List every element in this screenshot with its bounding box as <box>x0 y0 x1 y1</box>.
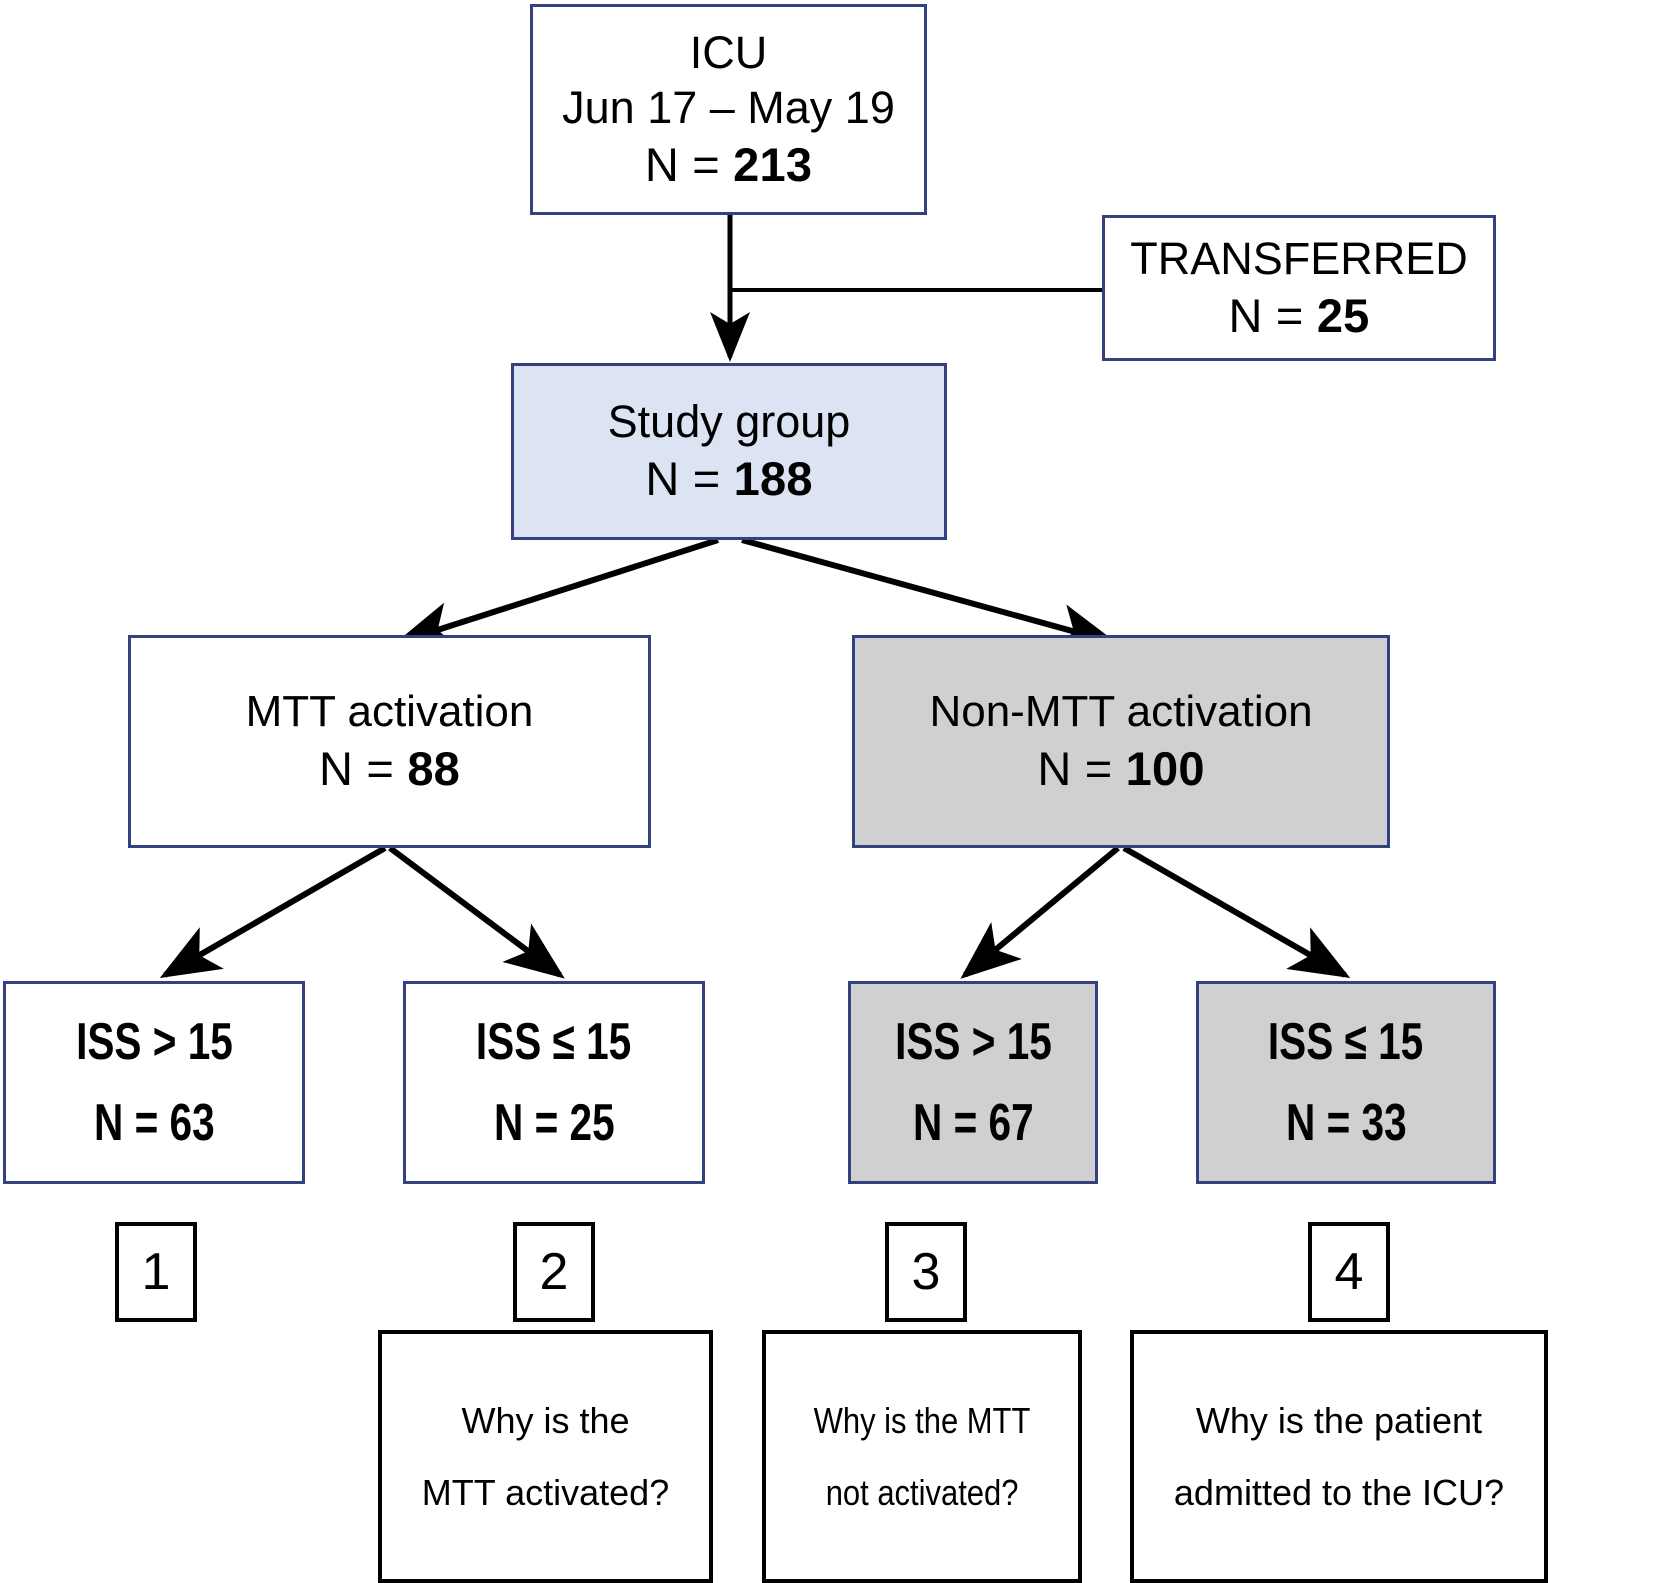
edge-mtt-to-iss-high <box>159 845 387 978</box>
edge-study-to-mtt <box>394 537 719 649</box>
node-non-mtt-iss-low-count-prefix: N = <box>1285 1093 1362 1152</box>
node-non-mtt-iss-high-label: ISS > 15 <box>894 1012 1052 1071</box>
node-mtt-activation-count-prefix: N = <box>319 741 408 795</box>
tag-2-label: 2 <box>539 1243 569 1301</box>
node-study-group-label: Study group <box>607 396 851 448</box>
node-mtt-iss-high-label: ISS > 15 <box>75 1012 233 1071</box>
question-icu-admission[interactable]: Why is the patient admitted to the ICU? <box>1130 1330 1548 1583</box>
tag-2[interactable]: 2 <box>513 1222 595 1322</box>
node-non-mtt-iss-high[interactable]: ISS > 15 N = 67 <box>848 981 1098 1184</box>
node-mtt-iss-low[interactable]: ISS ≤ 15 N = 25 <box>403 981 705 1184</box>
node-icu-label: ICU <box>689 26 768 78</box>
node-non-mtt-iss-low-label: ISS ≤ 15 <box>1268 1012 1424 1071</box>
tag-4[interactable]: 4 <box>1308 1222 1390 1322</box>
tag-1[interactable]: 1 <box>115 1222 197 1322</box>
node-mtt-iss-high-count-value: 63 <box>169 1093 215 1152</box>
node-non-mtt-iss-low[interactable]: ISS ≤ 15 N = 33 <box>1196 981 1496 1184</box>
node-mtt-activation-count-value: 88 <box>407 741 460 795</box>
node-mtt-iss-high[interactable]: ISS > 15 N = 63 <box>3 981 305 1184</box>
node-non-mtt-activation[interactable]: Non-MTT activation N = 100 <box>852 635 1390 848</box>
node-icu[interactable]: ICU Jun 17 – May 19 N = 213 <box>530 4 927 215</box>
node-study-group-count-prefix: N = <box>645 452 734 506</box>
tag-3-label: 3 <box>911 1243 941 1301</box>
node-mtt-iss-low-label: ISS ≤ 15 <box>476 1012 632 1071</box>
edge-non-mtt-to-iss-low <box>1122 845 1351 978</box>
node-non-mtt-iss-high-count-prefix: N = <box>912 1093 989 1152</box>
node-non-mtt-activation-label: Non-MTT activation <box>929 687 1313 737</box>
node-study-group-count-value: 188 <box>733 452 813 506</box>
node-mtt-activation-label: MTT activation <box>245 687 534 737</box>
edge-study-to-non-mtt <box>741 537 1118 651</box>
node-icu-period: Jun 17 – May 19 <box>562 82 895 134</box>
question-mtt-not-activated[interactable]: Why is the MTT not activated? <box>762 1330 1082 1583</box>
node-mtt-iss-high-count-prefix: N = <box>93 1093 170 1152</box>
node-non-mtt-activation-count-prefix: N = <box>1037 741 1126 795</box>
edge-non-mtt-to-iss-high <box>960 845 1120 979</box>
node-non-mtt-activation-count: N = 100 <box>1037 740 1204 798</box>
node-study-group[interactable]: Study group N = 188 <box>511 363 947 540</box>
tag-3[interactable]: 3 <box>885 1222 967 1322</box>
node-icu-count-prefix: N = <box>644 138 734 192</box>
node-transferred-count: N = 25 <box>1229 287 1370 345</box>
node-transferred-count-value: 25 <box>1316 288 1370 342</box>
edge-mtt-to-iss-low <box>388 845 565 979</box>
question-mtt-activated-line1: Why is the <box>461 1399 630 1441</box>
tag-1-label: 1 <box>141 1243 171 1301</box>
node-mtt-iss-low-count: N = 25 <box>494 1083 615 1164</box>
question-mtt-not-activated-line2: not activated? <box>825 1471 1019 1513</box>
question-icu-admission-line2: admitted to the ICU? <box>1173 1471 1505 1513</box>
node-mtt-iss-low-count-value: 25 <box>569 1093 615 1152</box>
question-icu-admission-line1: Why is the patient <box>1195 1399 1483 1441</box>
node-study-group-count: N = 188 <box>645 450 812 508</box>
node-transferred-count-prefix: N = <box>1228 288 1317 342</box>
question-mtt-not-activated-line1: Why is the MTT <box>813 1399 1031 1441</box>
node-icu-count-value: 213 <box>733 138 813 192</box>
node-non-mtt-iss-high-count: N = 67 <box>913 1083 1034 1164</box>
node-transferred[interactable]: TRANSFERRED N = 25 <box>1102 215 1496 361</box>
question-mtt-activated[interactable]: Why is the MTT activated? <box>378 1330 713 1583</box>
node-non-mtt-iss-low-count-value: 33 <box>1361 1093 1407 1152</box>
node-non-mtt-activation-count-value: 100 <box>1125 741 1205 795</box>
tag-4-label: 4 <box>1334 1243 1364 1301</box>
node-mtt-iss-low-count-prefix: N = <box>493 1093 570 1152</box>
node-mtt-activation[interactable]: MTT activation N = 88 <box>128 635 651 848</box>
node-non-mtt-iss-high-count-value: 67 <box>988 1093 1034 1152</box>
question-mtt-activated-line2: MTT activated? <box>421 1471 670 1513</box>
node-icu-count: N = 213 <box>645 136 812 194</box>
node-transferred-label: TRANSFERRED <box>1130 232 1468 284</box>
node-non-mtt-iss-low-count: N = 33 <box>1286 1083 1407 1164</box>
node-mtt-activation-count: N = 88 <box>319 740 460 798</box>
node-mtt-iss-high-count: N = 63 <box>94 1083 215 1164</box>
